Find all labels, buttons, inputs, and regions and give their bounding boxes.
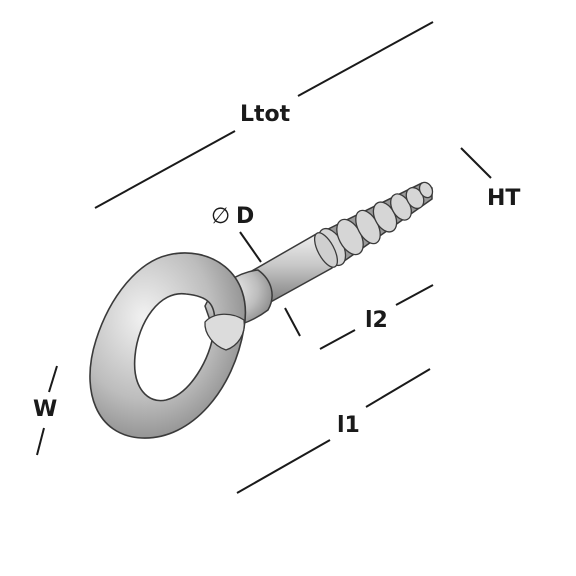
w-dimension: W — [33, 365, 58, 456]
l2-line-right — [395, 284, 434, 306]
ht-dimension: HT — [460, 147, 520, 211]
screw-thread — [316, 181, 434, 267]
w-line-bottom — [36, 427, 45, 456]
l2-line-left — [319, 329, 356, 350]
l2-dimension: l2 — [319, 284, 434, 350]
eye-ring — [89, 252, 247, 439]
diameter-leader-top — [239, 231, 262, 263]
diameter-leader-bottom — [284, 307, 301, 337]
ltot-dimension: Ltot — [94, 21, 434, 209]
l1-line-left — [236, 439, 331, 494]
w-label: W — [33, 397, 57, 422]
l1-dimension: l1 — [236, 368, 431, 494]
ltot-label: Ltot — [240, 102, 291, 127]
diameter-label: D — [236, 204, 254, 229]
ht-leader-line — [460, 147, 492, 179]
diameter-symbol: ∅ — [211, 204, 230, 229]
ht-label: HT — [487, 186, 520, 211]
ltot-line-right — [297, 21, 434, 97]
diameter-dimension: ∅ D — [211, 204, 301, 337]
eye-screw-drawing — [89, 181, 434, 439]
l1-line-right — [365, 368, 431, 408]
ltot-line-left — [94, 130, 236, 209]
w-line-top — [48, 365, 58, 393]
l1-label: l1 — [337, 413, 360, 438]
l2-label: l2 — [365, 308, 388, 333]
